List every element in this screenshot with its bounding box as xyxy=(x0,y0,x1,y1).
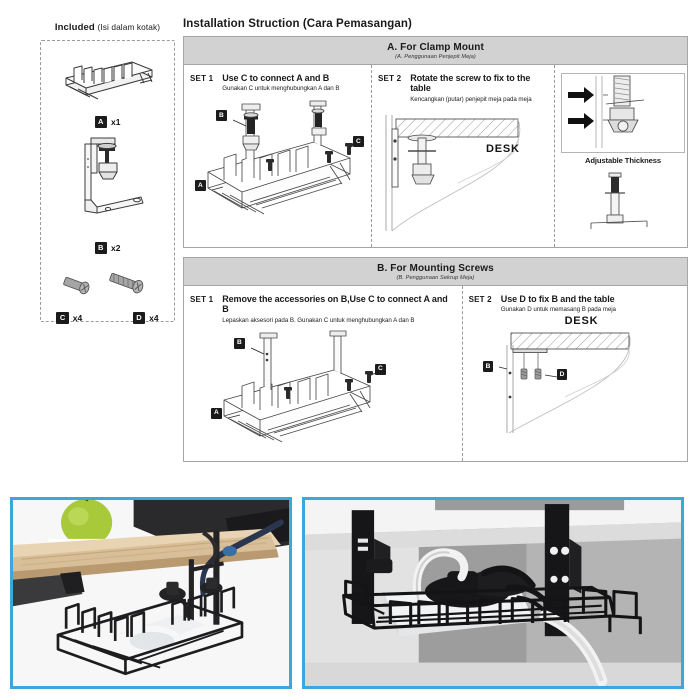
section-b-heading-id: (B. Penggunaan Sekrup Meja) xyxy=(396,275,475,281)
section-a-heading-en: A. For Clamp Mount xyxy=(387,42,484,53)
instruction-panel: Installation Struction (Cara Pemasangan)… xyxy=(183,18,688,471)
part-b-label: B x2 xyxy=(41,237,174,255)
diagram-marker-c: C xyxy=(375,363,386,375)
part-qty: x4 xyxy=(149,312,159,323)
part-tag: C xyxy=(56,311,69,324)
clamp-on-desk-diagram xyxy=(385,114,521,232)
section-a-detail: Adjustable Thickness xyxy=(554,65,691,247)
diagram-marker-c: C xyxy=(353,136,364,148)
diagram-marker-a: A xyxy=(195,180,206,192)
part-tag: D xyxy=(132,311,146,324)
step-text-id: Lepaskan aksesori pada B. Gunakan C untu… xyxy=(222,316,415,324)
section-b-header: B. For Mounting Screws (B. Penggunaan Se… xyxy=(184,258,687,286)
included-title-en: Included xyxy=(54,22,95,33)
adjustable-thickness-figure xyxy=(561,73,685,153)
desk-label: DESK xyxy=(486,142,520,155)
section-clamp-mount: A. For Clamp Mount (A. Penggunaan Penjep… xyxy=(183,36,688,248)
bracket-side-view-diagram xyxy=(590,172,648,229)
instruction-title: Installation Struction (Cara Pemasangan) xyxy=(183,18,412,30)
set-tag: SET 1 xyxy=(190,295,214,304)
section-a-step-2: SET 2 Rotate the screw to fix to the tab… xyxy=(371,65,554,247)
adjustable-thickness-caption: Adjustable Thickness xyxy=(584,156,662,165)
diagram-marker-b: B xyxy=(482,361,494,373)
figure-a-set1: B A C xyxy=(190,96,365,231)
diagram-marker-a: A xyxy=(211,407,222,419)
step-text-id: Kencangkan (putar) penjepit meja pada me… xyxy=(410,95,532,103)
part-tag: B xyxy=(94,241,107,254)
step-text-en: Use D to fix B and the table xyxy=(500,294,615,304)
step-text-id: Gunakan D untuk memasang B pada meja xyxy=(500,306,616,314)
step-text-id: Gunakan C untuk menghubungkan A dan B xyxy=(222,85,340,93)
section-a-heading-id: (A. Penggunaan Penjepit Meja) xyxy=(395,54,476,60)
part-cd-labels: C x4 D x4 xyxy=(41,307,174,325)
diagram-marker-b: B xyxy=(216,110,227,122)
screw-into-desk-diagram xyxy=(498,333,631,434)
included-title: Included (Isi dalam kotak) xyxy=(40,22,175,33)
desk-label: DESK xyxy=(564,315,599,328)
part-a-figure xyxy=(41,55,174,103)
under-desk-tray-power-strip-photo xyxy=(305,500,681,686)
clamp-bracket-icon xyxy=(84,137,143,214)
part-qty: x1 xyxy=(110,116,121,127)
step-text-en: Rotate the screw to fix to the table xyxy=(410,73,531,94)
included-title-id: (Isi dalam kotak) xyxy=(97,22,161,32)
section-b-step-1: SET 1 Remove the accessories on B,Use C … xyxy=(184,286,462,461)
section-b-step-2: SET 2 Use D to fix B and the table Gunak… xyxy=(461,286,687,461)
product-photo-strip xyxy=(10,497,692,689)
screws-icon xyxy=(62,273,143,295)
part-cd-figures xyxy=(41,263,174,303)
set-tag: SET 1 xyxy=(190,74,214,83)
product-photo-right xyxy=(302,497,684,689)
section-a-step-1: SET 1 Use C to connect A and B Gunakan C… xyxy=(184,65,371,247)
part-qty: x2 xyxy=(110,242,121,253)
part-a-label: A x1 xyxy=(41,111,174,129)
figure-a-detail-lower xyxy=(561,171,685,238)
cable-tray-icon xyxy=(65,61,152,100)
section-mounting-screws: B. For Mounting Screws (B. Penggunaan Se… xyxy=(183,257,688,462)
section-a-header: A. For Clamp Mount (A. Penggunaan Penjep… xyxy=(184,37,687,65)
thickness-detail-diagram xyxy=(568,75,645,148)
section-b-heading-en: B. For Mounting Screws xyxy=(377,263,494,274)
set-tag: SET 2 xyxy=(378,74,402,83)
step-text-en: Use C to connect A and B xyxy=(222,73,330,83)
set-tag: SET 2 xyxy=(468,295,492,304)
tray-with-plain-brackets-diagram xyxy=(223,330,379,443)
under-desk-tray-with-apple-photo xyxy=(13,500,289,686)
product-photo-left xyxy=(10,497,292,689)
part-qty: x4 xyxy=(72,312,83,323)
figure-b-set2: DESK B D xyxy=(469,315,681,440)
included-parts-box: A x1 xyxy=(40,40,175,325)
part-tag: A xyxy=(94,115,107,128)
figure-a-set2: DESK xyxy=(378,107,548,240)
part-b-figure xyxy=(41,133,174,228)
included-panel: Included (Isi dalam kotak) xyxy=(40,22,175,325)
figure-b-set1: B A C xyxy=(208,328,456,455)
diagram-marker-d: D xyxy=(556,369,568,381)
step-text-en: Remove the accessories on B,Use C to con… xyxy=(222,294,448,315)
tray-with-clamps-diagram xyxy=(207,101,357,215)
diagram-marker-b: B xyxy=(234,337,245,349)
